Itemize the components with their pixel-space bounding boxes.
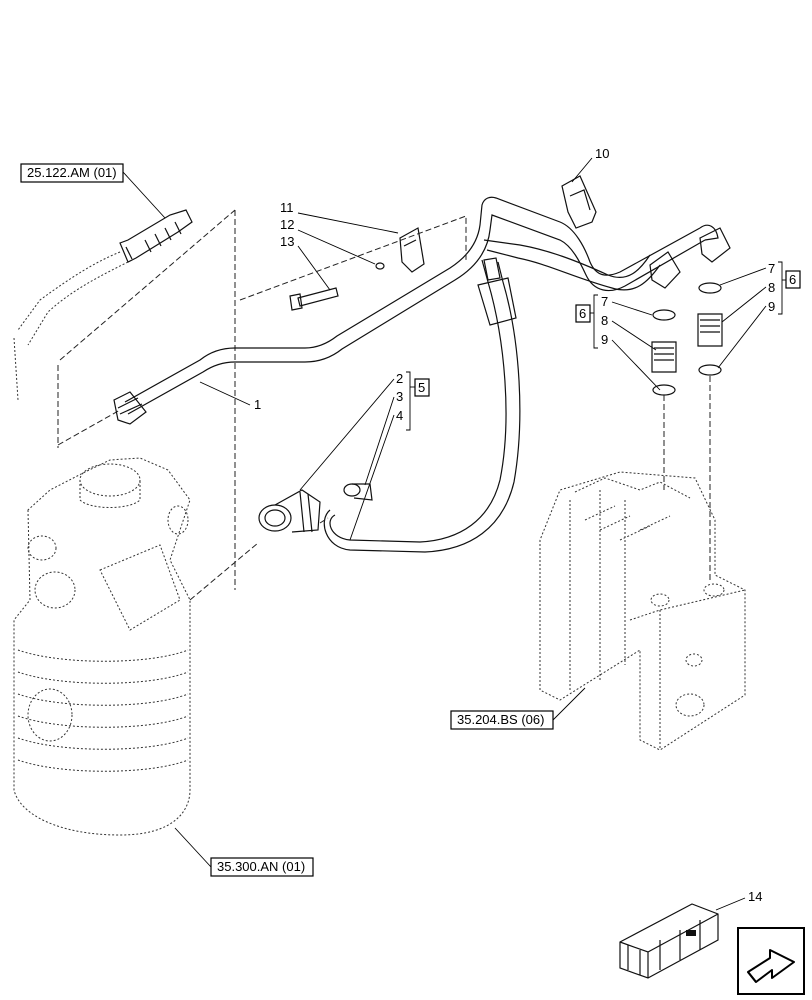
clip-3	[343, 483, 373, 501]
o-ring-9-left	[652, 384, 676, 396]
next-page-arrow-icon[interactable]	[737, 927, 805, 995]
svg-text:25.122.AM (01): 25.122.AM (01)	[27, 165, 117, 180]
callout-3: 3	[396, 389, 403, 404]
callout-11: 11	[280, 200, 294, 215]
clamp-10	[561, 175, 597, 229]
callout-13: 13	[280, 234, 294, 249]
o-ring-7-left	[652, 309, 676, 321]
fitting-2	[258, 489, 321, 533]
svg-text:35.300.AN (01): 35.300.AN (01)	[217, 859, 305, 874]
phantom-frame-left	[57, 209, 236, 590]
phantom-frame-top	[239, 215, 467, 301]
callout-7-right: 7	[768, 261, 775, 276]
callout-1: 1	[254, 397, 261, 412]
callout-6-right: 6	[789, 272, 796, 287]
o-ring-7-right	[698, 282, 722, 294]
svg-text:35.204.BS (06): 35.204.BS (06)	[457, 712, 544, 727]
reference-box-top-left[interactable]: 25.122.AM (01)	[20, 163, 124, 183]
callout-12: 12	[280, 217, 294, 232]
callout-7-left: 7	[601, 294, 608, 309]
callout-14: 14	[748, 889, 762, 904]
reference-box-filter[interactable]: 35.300.AN (01)	[210, 857, 314, 877]
bolt-13	[289, 287, 339, 311]
callout-8-right: 8	[768, 280, 775, 295]
o-ring-9-right	[698, 364, 722, 376]
crate-icon	[619, 903, 719, 979]
callout-9-right: 9	[768, 299, 775, 314]
leader-ref-top-left	[122, 171, 166, 219]
hose-phantom-left	[13, 251, 121, 401]
reference-box-valve[interactable]: 35.204.BS (06)	[450, 710, 554, 730]
callout-6-left: 6	[579, 306, 586, 321]
pipe-nut-right	[649, 227, 731, 289]
coupler-fitting	[119, 209, 193, 263]
adapter-8-right	[697, 313, 723, 347]
callout-8-left: 8	[601, 313, 608, 328]
callout-5: 5	[418, 380, 425, 395]
filter-assembly	[13, 457, 191, 836]
callout-10: 10	[595, 146, 609, 161]
callout-9-left: 9	[601, 332, 608, 347]
callout-2: 2	[396, 371, 403, 386]
callout-4: 4	[396, 408, 403, 423]
clamp-11	[375, 227, 425, 273]
control-valve-block	[539, 471, 746, 751]
adapter-8-left	[651, 341, 677, 373]
hose-2	[323, 257, 521, 553]
tube-assembly-1	[113, 196, 719, 425]
